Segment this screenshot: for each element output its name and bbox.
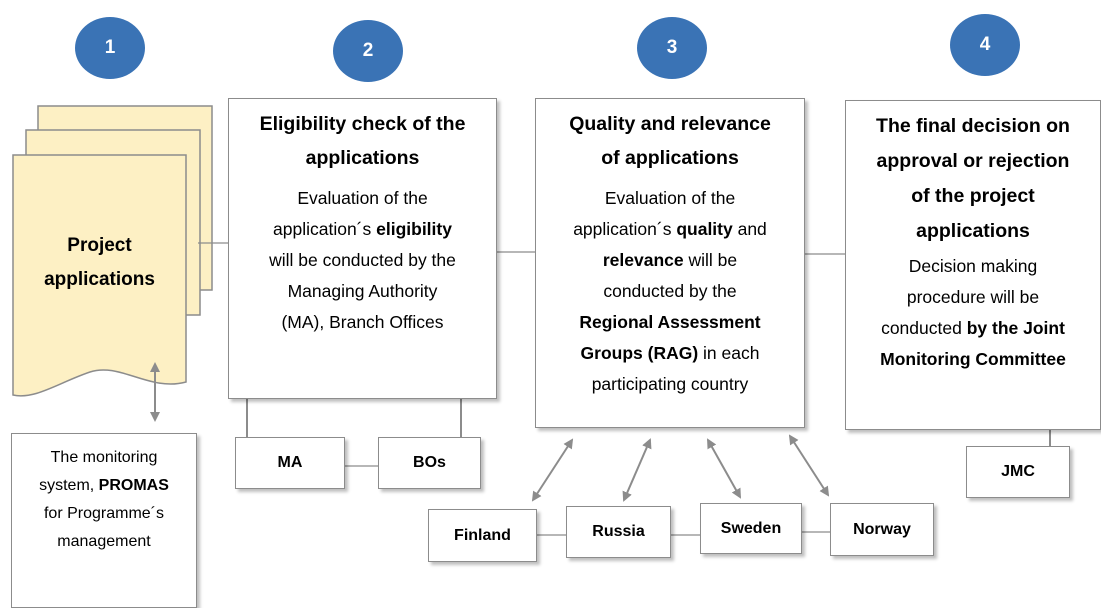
country-sweden-box: Sweden [700,503,802,554]
stage2-title: Eligibility check of the applications [259,113,466,169]
stage4-decision-box: The final decision on approval or reject… [845,100,1101,430]
arrow-stage3-finland [531,438,574,502]
step-2-circle: 2 [333,20,403,82]
step-4-circle: 4 [950,14,1020,76]
arrow-stage3-russia [622,438,652,502]
stage4-title: The final decision on approval or reject… [876,115,1070,242]
jmc-box: JMC [966,446,1070,498]
stage2-description: Evaluation of the application´s eligibil… [269,188,456,332]
stage3-quality-box: Quality and relevance of applications Ev… [535,98,805,428]
step-3-circle: 3 [637,17,707,79]
bos-box: BOs [378,437,481,489]
stage2-eligibility-box: Eligibility check of the applications Ev… [228,98,497,399]
country-norway-box: Norway [830,503,934,556]
arrow-stage3-sweden [707,438,741,499]
stage3-title: Quality and relevance of applications [569,113,771,169]
arrow-stage3-norway [788,434,830,497]
document-stack-icon [12,105,213,397]
step-1-circle: 1 [75,17,145,79]
project-applications-label: Project applications [44,235,155,290]
stage4-description: Decision making procedure will be conduc… [880,256,1066,369]
ma-box: MA [235,437,345,489]
country-finland-box: Finland [428,509,537,562]
country-russia-box: Russia [566,506,671,558]
stage3-description: Evaluation of the application´s quality … [573,188,767,394]
monitoring-system-box: The monitoring system, PROMAS for Progra… [11,433,197,608]
